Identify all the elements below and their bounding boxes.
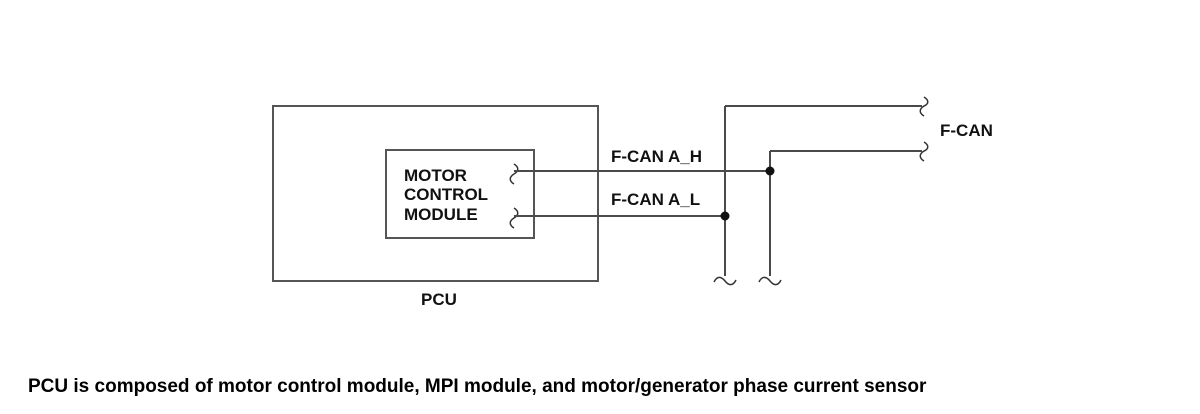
bus-label-fcan: F-CAN	[940, 121, 993, 140]
bottom-break-low	[713, 276, 737, 286]
junction-low	[720, 211, 730, 221]
junction-high	[765, 166, 775, 176]
fcan-break-upper	[919, 96, 929, 117]
signal-label-fcan-a-l: F-CAN A_L	[611, 190, 700, 209]
module-label-line-1: MOTOR	[404, 166, 467, 185]
fcan-break-lower	[919, 141, 929, 162]
pcu-label: PCU	[421, 290, 457, 309]
motor-control-module-box	[385, 149, 535, 239]
terminal-break-high	[509, 163, 519, 185]
bottom-break-high	[758, 276, 782, 286]
module-label-line-3: MODULE	[404, 205, 478, 224]
signal-label-fcan-a-h: F-CAN A_H	[611, 147, 702, 166]
figure-caption: PCU is composed of motor control module,…	[28, 376, 927, 397]
terminal-break-low	[509, 207, 519, 229]
module-label-line-2: CONTROL	[404, 185, 488, 204]
